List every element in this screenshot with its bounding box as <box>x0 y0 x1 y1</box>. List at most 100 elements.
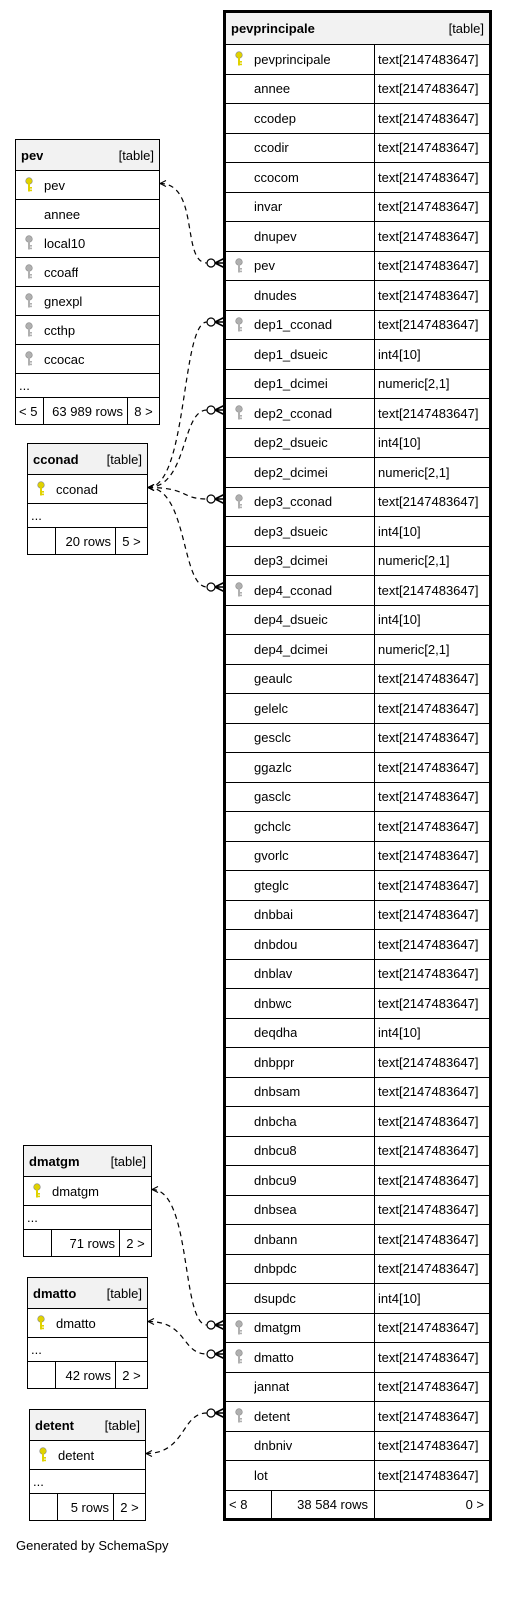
parents-link[interactable]: < 5 <box>19 403 38 419</box>
children-link[interactable]: 2 > <box>115 1362 147 1388</box>
parents-link[interactable] <box>30 1494 57 1520</box>
foreign-key-icon <box>232 311 246 340</box>
column-row-dmatgm[interactable]: dmatgm <box>24 1176 151 1205</box>
foreign-key-icon <box>232 1314 246 1343</box>
children-link[interactable]: 8 > <box>127 398 159 424</box>
parents-link[interactable] <box>24 1230 51 1256</box>
parents-link[interactable] <box>28 528 55 554</box>
relationship-line <box>145 1412 208 1455</box>
column-name: detent <box>58 1447 95 1463</box>
column-name: gvorlc <box>254 848 289 864</box>
column-row-gnexpl[interactable]: gnexpl <box>16 286 159 315</box>
children-link[interactable]: 0 > <box>374 1490 489 1518</box>
parents-link[interactable] <box>28 1362 55 1388</box>
children-link[interactable]: 2 > <box>119 1230 151 1256</box>
column-row-annee[interactable]: annee <box>16 199 159 228</box>
column-name: dnbsea <box>254 1202 297 1218</box>
column-type: text[2147483647] <box>374 1402 489 1431</box>
column-type: text[2147483647] <box>374 1166 489 1195</box>
column-row-pev[interactable]: pev <box>16 170 159 199</box>
table-name: cconad <box>33 451 79 467</box>
column-row-ggazlc[interactable]: ggazlc text[2147483647] <box>226 752 489 782</box>
primary-key-icon <box>30 1177 44 1205</box>
column-type: text[2147483647] <box>374 753 489 782</box>
table-header: pevprincipale[table] <box>226 13 489 44</box>
column-name: gchclc <box>254 818 291 834</box>
column-name: dnbpdc <box>254 1261 297 1277</box>
children-link[interactable]: 2 > <box>113 1494 145 1520</box>
row-count: 71 rows <box>51 1230 119 1256</box>
column-name: dnbcu8 <box>254 1143 297 1159</box>
table-name: dmatto <box>33 1285 77 1301</box>
relationship-line <box>147 486 208 500</box>
column-type: text[2147483647] <box>374 1195 489 1224</box>
parents-link[interactable]: < 8 <box>229 1496 248 1512</box>
children-link[interactable]: 5 > <box>115 528 147 554</box>
column-name: ggazlc <box>254 759 292 775</box>
column-row-ccocac[interactable]: ccocac <box>16 344 159 373</box>
column-name: gnexpl <box>44 293 83 309</box>
column-row-dnbsea[interactable]: dnbsea text[2147483647] <box>226 1194 489 1224</box>
column-row-local10[interactable]: local10 <box>16 228 159 257</box>
column-row-detent[interactable]: detent <box>30 1440 145 1469</box>
column-row-ccthp[interactable]: ccthp <box>16 315 159 344</box>
column-row-cconad[interactable]: cconad <box>28 474 147 503</box>
column-row-dmatto[interactable]: dmatto <box>28 1308 147 1337</box>
column-row-ccoaff[interactable]: ccoaff <box>16 257 159 286</box>
column-type: text[2147483647] <box>374 1372 489 1401</box>
